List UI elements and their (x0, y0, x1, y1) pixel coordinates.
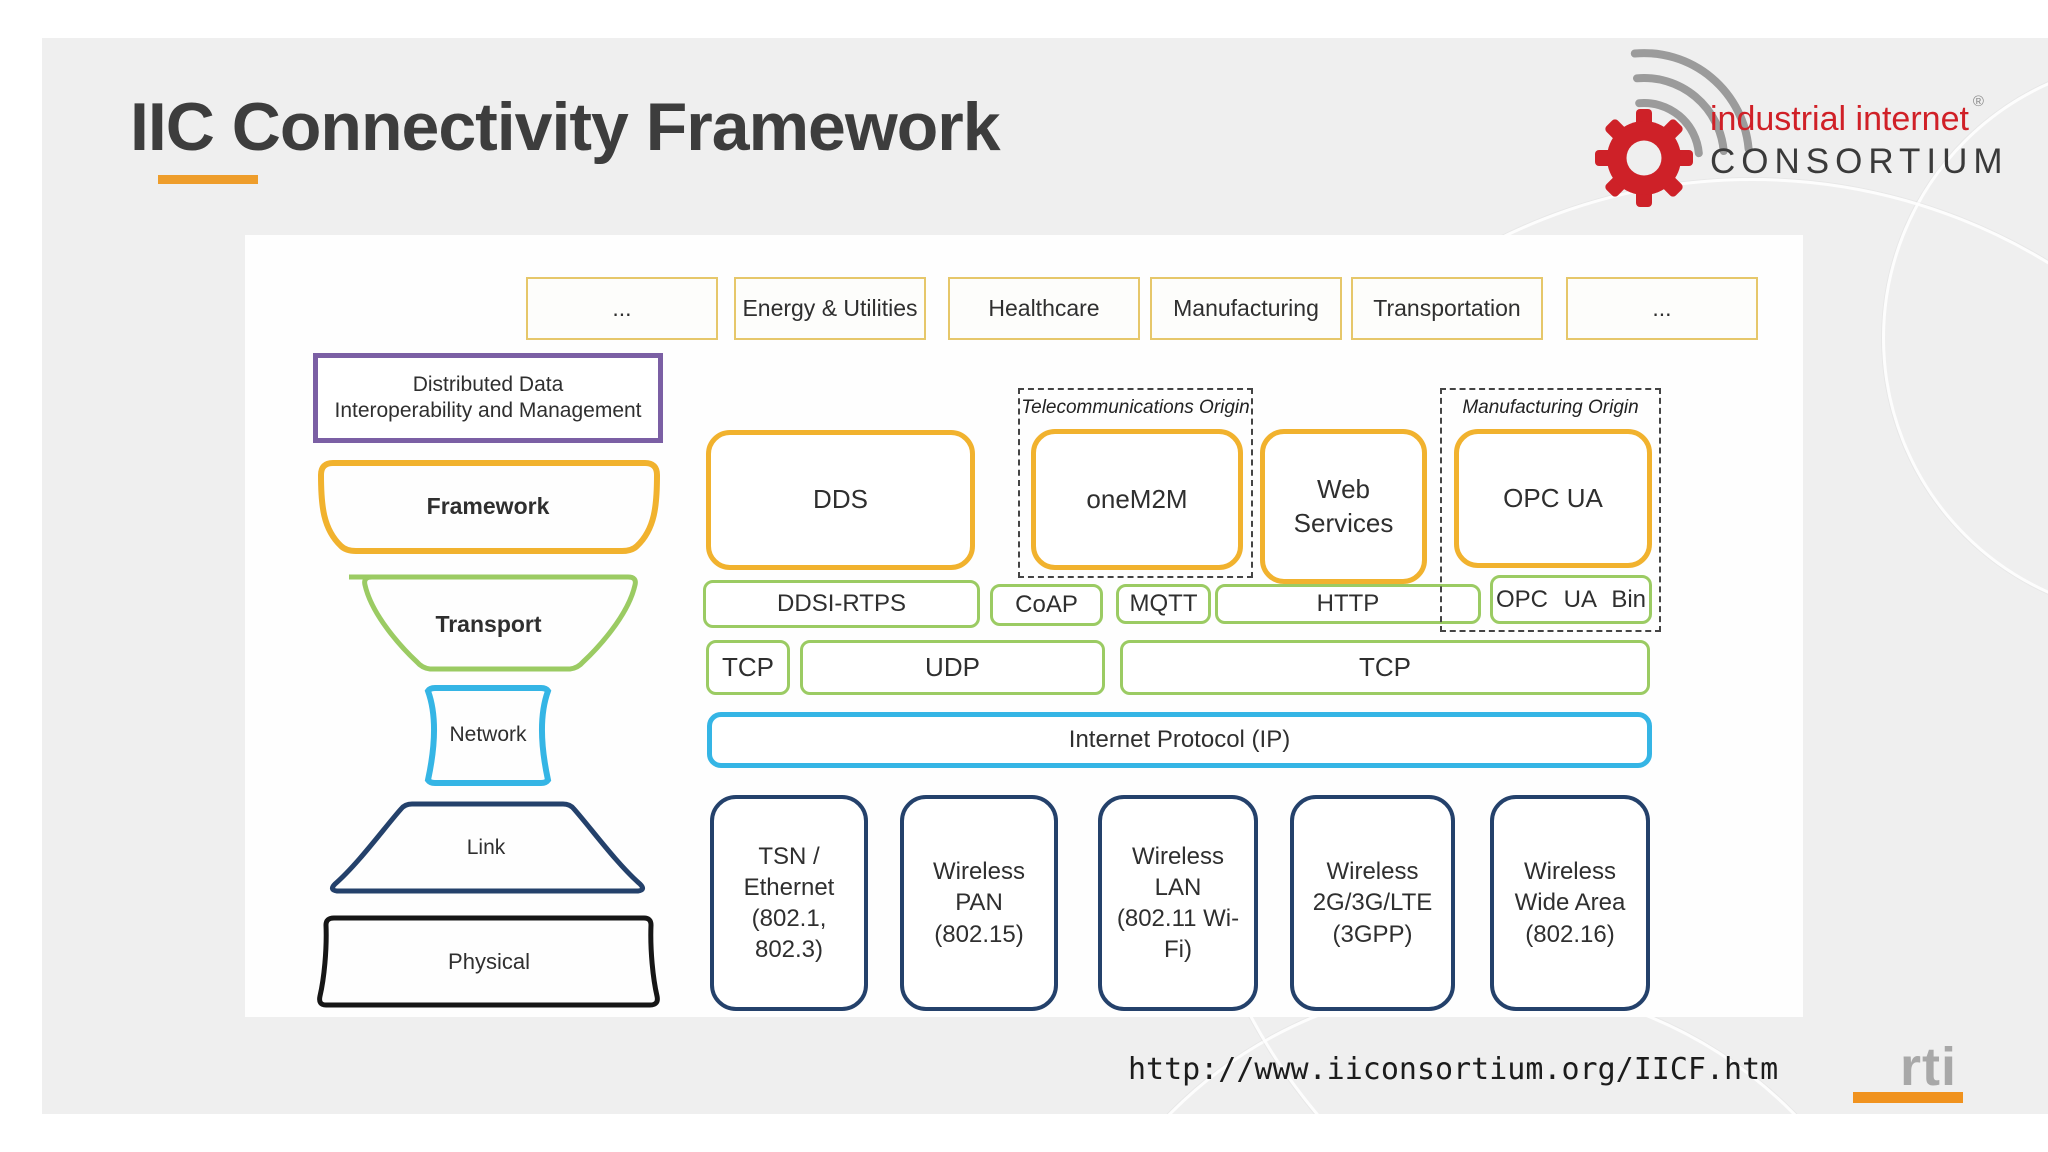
gear-icon (1595, 109, 1693, 207)
logo-brand-line1: industrial internet® (1710, 93, 2030, 139)
manufacturing-origin-group: Manufacturing Origin (1440, 388, 1661, 632)
telecom-origin-group: Telecommunications Origin (1018, 388, 1253, 578)
rti-logo: rti (1900, 1037, 1957, 1097)
ddsi-rtps-box: DDSI-RTPS (703, 580, 980, 628)
gear-wifi-icon (1595, 49, 1753, 207)
source-url: http://www.iiconsortium.org/IICF.htm (1128, 1052, 1779, 1087)
connectivity-diagram-panel: ... Energy & Utilities Healthcare Manufa… (245, 235, 1803, 1017)
udp-box: UDP (800, 640, 1105, 695)
link-shape (329, 801, 646, 894)
industry-box-other-left: ... (526, 277, 718, 340)
telecom-origin-label: Telecommunications Origin (1021, 397, 1250, 418)
wireless-lan-box: Wireless LAN (802.11 Wi-Fi) (1098, 795, 1258, 1011)
registered-mark: ® (1972, 92, 1984, 110)
transport-label: Transport (435, 611, 542, 637)
physical-shape (317, 915, 660, 1008)
web-services-box: Web Services (1260, 429, 1427, 584)
logo-brand-line2: CONSORTIUM (1710, 142, 2009, 181)
opc-ua-bin-box: OPC UA Bin (1490, 575, 1652, 624)
industry-box-other-right: ... (1566, 277, 1758, 340)
slide-background: IIC Connectivity Framework (42, 38, 2048, 1114)
rti-logo-underline (1853, 1092, 1963, 1103)
title-accent-bar (158, 175, 258, 184)
manufacturing-origin-label: Manufacturing Origin (1462, 397, 1639, 418)
wireless-cellular-box: Wireless 2G/3G/LTE (3GPP) (1290, 795, 1455, 1011)
industry-box-manufacturing: Manufacturing (1150, 277, 1342, 340)
network-label: Network (449, 723, 527, 746)
wifi-arcs-icon (1630, 49, 1753, 158)
mqtt-box: MQTT (1116, 584, 1211, 624)
framework-label: Framework (426, 493, 550, 519)
onem2m-box: oneM2M (1031, 429, 1243, 570)
dds-box: DDS (706, 430, 975, 570)
physical-label: Physical (448, 949, 530, 974)
internet-protocol-bar: Internet Protocol (IP) (707, 712, 1652, 768)
framework-shape (317, 460, 661, 554)
tcp-left-box: TCP (706, 640, 790, 695)
transport-shape (349, 574, 638, 672)
http-box: HTTP (1215, 584, 1481, 624)
wireless-wide-area-box: Wireless Wide Area (802.16) (1490, 795, 1650, 1011)
opc-ua-box: OPC UA (1454, 429, 1652, 568)
tsn-ethernet-box: TSN / Ethernet (802.1, 802.3) (710, 795, 868, 1011)
wireless-pan-box: Wireless PAN (802.15) (900, 795, 1058, 1011)
link-label: Link (466, 836, 506, 859)
industry-box-healthcare: Healthcare (948, 277, 1140, 340)
network-shape (424, 685, 552, 786)
logo-brand-text: industrial internet (1710, 100, 1969, 138)
industry-box-energy-utilities: Energy & Utilities (734, 277, 926, 340)
tcp-right-box: TCP (1120, 640, 1650, 695)
page-title: IIC Connectivity Framework (130, 89, 1001, 165)
industry-box-transportation: Transportation (1351, 277, 1543, 340)
osi-stack-shapes (317, 460, 661, 1008)
coap-box: CoAP (990, 584, 1103, 626)
distributed-data-box: Distributed Data Interoperability and Ma… (313, 353, 663, 443)
iic-consortium-logo: industrial internet® CONSORTIUM (1582, 38, 2048, 228)
